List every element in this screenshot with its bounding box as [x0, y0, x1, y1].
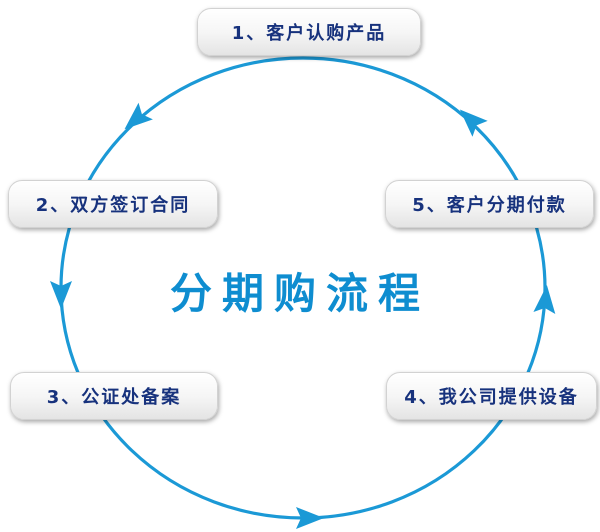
- step-box-4: 4、我公司提供设备: [386, 372, 597, 420]
- flow-arrow-top-left-icon: [124, 102, 153, 130]
- flow-arrow-top-right-icon: [459, 109, 488, 137]
- flow-arrow-bottom-icon: [296, 507, 324, 529]
- flow-arrow-left-icon: [50, 281, 72, 309]
- flow-arrow-right-icon: [533, 285, 556, 314]
- step-box-3: 3、公证处备案: [10, 372, 218, 420]
- step-box-1: 1、客户认购产品: [197, 8, 421, 56]
- step-label-2: 2、双方签订合同: [35, 195, 191, 216]
- step-box-2: 2、双方签订合同: [8, 180, 218, 228]
- step-box-5: 5、客户分期付款: [385, 180, 594, 228]
- step-label-4: 4、我公司提供设备: [404, 387, 579, 408]
- step-label-3: 3、公证处备案: [46, 387, 182, 408]
- step-label-1: 1、客户认购产品: [231, 23, 387, 44]
- diagram-title: 分期购流程: [169, 269, 430, 318]
- step-label-5: 5、客户分期付款: [412, 195, 567, 216]
